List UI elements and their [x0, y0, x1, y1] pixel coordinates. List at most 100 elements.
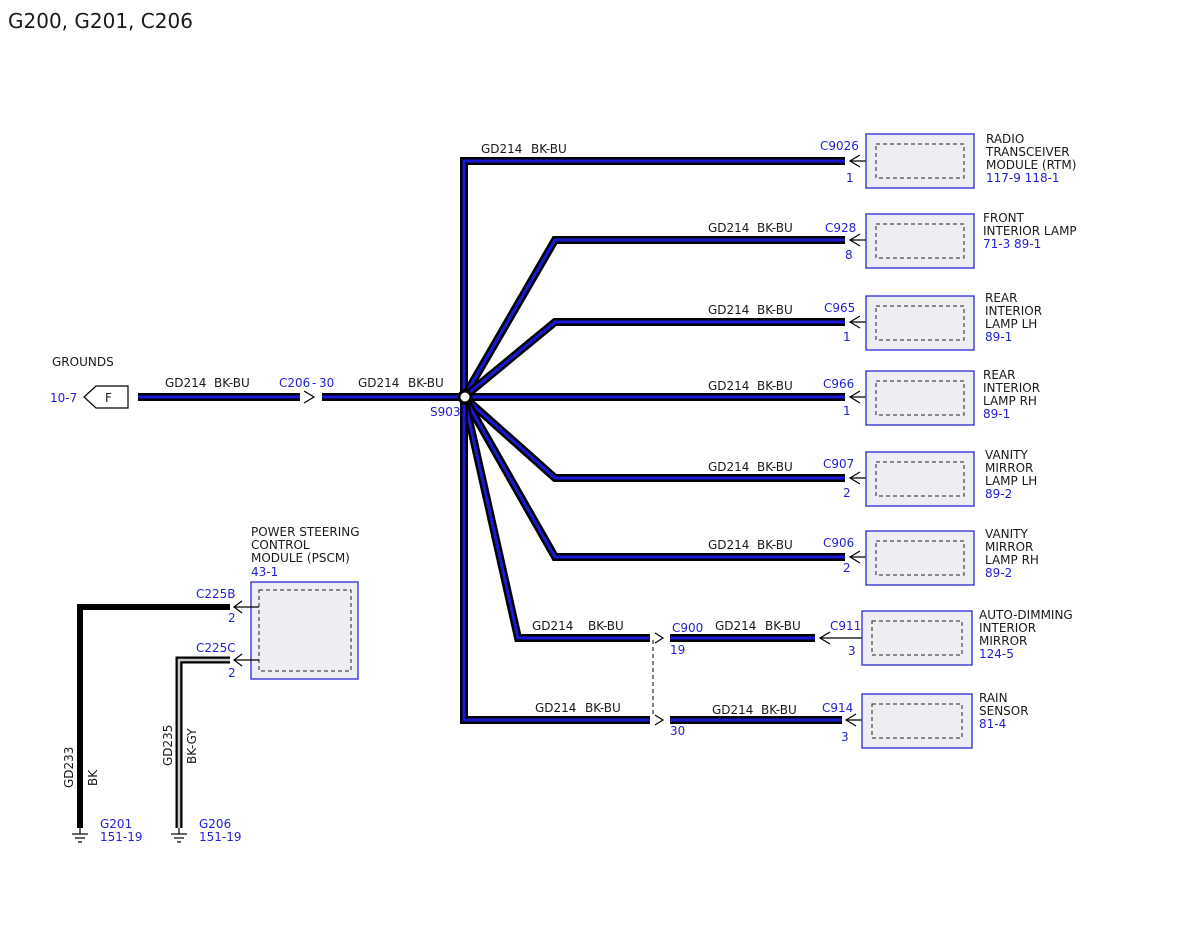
diagram-title: G200, G201, C206 [8, 9, 193, 33]
connector-name: C928 [825, 221, 856, 235]
module-box [865, 370, 975, 426]
module-name-line-1: FRONT [983, 211, 1025, 225]
ground-g201-name: G201 [100, 817, 132, 831]
wire-gd235-circuit: GD235 [161, 725, 175, 766]
module-box [865, 213, 975, 269]
module-refs: 89-2 [985, 566, 1012, 580]
module-name-line-1: AUTO-DIMMING [979, 608, 1073, 622]
wire-circuit: GD214 [708, 460, 749, 474]
module-name-line-3: MODULE (RTM) [986, 158, 1076, 172]
module-name-line-1: VANITY [985, 448, 1028, 462]
branch-front-interior-lamp: GD214 BK-BU C928 8 FRONT INTERIOR LAMP 7… [708, 211, 1077, 269]
wire-color: BK-BU [531, 142, 567, 156]
module-name-line-2: TRANSCEIVER [985, 145, 1070, 159]
connector-pin: 2 [843, 486, 851, 500]
connector-name: C914 [822, 701, 853, 715]
module-name-line-1: VANITY [985, 527, 1028, 541]
module-inner [258, 589, 352, 672]
wire-color: BK-BU [757, 303, 793, 317]
wire-in-color: BK-BU [585, 701, 621, 715]
module-name-line-3: MODULE (PSCM) [251, 551, 350, 565]
connector-b-name: C225B [196, 587, 236, 601]
module-name-line-3: LAMP RH [985, 553, 1039, 567]
module-name-line-2: INTERIOR [983, 381, 1040, 395]
module-box [250, 581, 359, 680]
module-name-line-2: SENSOR [979, 704, 1029, 718]
wire-left-circuit: GD214 [165, 376, 206, 390]
connector-pin: 1 [846, 171, 854, 185]
c900-name: C900 [672, 621, 703, 635]
wire-color: BK-BU [757, 538, 793, 552]
c206-connector-arrow [303, 390, 316, 404]
module-name-line-1: POWER STEERING [251, 525, 360, 539]
module-name-line-2: MIRROR [985, 461, 1033, 475]
c900-connector: C900 19 30 [652, 621, 703, 738]
module-inner [875, 143, 965, 179]
grounds-connector-shape [83, 385, 129, 409]
connector-c-name: C225C [196, 641, 236, 655]
module-name-line-1: REAR [983, 368, 1015, 382]
connector-pin: 8 [845, 248, 853, 262]
module-inner [875, 223, 965, 259]
module-name-line-1: REAR [985, 291, 1017, 305]
branch-rtm: GD214 BK-BU C9026 1 RADIO TRANSCEIVER MO… [481, 132, 1076, 189]
c900-arrow-bottom [654, 714, 665, 726]
module-refs: 81-4 [979, 717, 1006, 731]
connector-c-pin: 2 [228, 666, 236, 680]
wire-out-circuit: GD214 [715, 619, 756, 633]
module-inner [871, 703, 963, 739]
wire-circuit: GD214 [708, 303, 749, 317]
branch-vanity-mirror-lamp-rh: GD214 BK-BU C906 2 VANITY MIRROR LAMP RH… [708, 527, 1039, 586]
module-refs: 89-1 [983, 407, 1010, 421]
ground-g206-icon [171, 828, 187, 843]
pscm-module: POWER STEERING CONTROL MODULE (PSCM) 43-… [196, 525, 360, 680]
wire-in-circuit: GD214 [532, 619, 573, 633]
splice-label: S903 [430, 405, 461, 419]
wire-out-circuit: GD214 [712, 703, 753, 717]
wire-gd235-color: BK-GY [185, 728, 199, 764]
connector-pin: 3 [841, 730, 849, 744]
c900-pin-top: 19 [670, 643, 685, 657]
wire-in-color: BK-BU [588, 619, 624, 633]
module-refs: 124-5 [979, 647, 1014, 661]
connector-name: C907 [823, 457, 854, 471]
module-name-line-1: RADIO [986, 132, 1024, 146]
connector-pin: 1 [843, 330, 851, 344]
wire-color: BK-BU [757, 379, 793, 393]
connector-b-pin: 2 [228, 611, 236, 625]
module-inner [875, 305, 965, 341]
module-name-line-1: RAIN [979, 691, 1008, 705]
module-box [865, 295, 975, 351]
module-refs: 89-2 [985, 487, 1012, 501]
branch-rain-sensor: GD214 BK-BU GD214 BK-BU C914 3 RAIN SENS… [535, 691, 1029, 749]
wire-gd235-stripe [177, 658, 230, 828]
module-inner [875, 461, 965, 497]
wire-out-color: BK-BU [761, 703, 797, 717]
connector-name: C9026 [820, 139, 859, 153]
branch-rear-interior-lamp-rh: GD214 BK-BU C966 1 REAR INTERIOR LAMP RH… [708, 368, 1040, 426]
wire-circuit: GD214 [708, 221, 749, 235]
module-box [861, 693, 973, 749]
connector-name: C906 [823, 536, 854, 550]
connector-pin: 1 [843, 404, 851, 418]
wire-color: BK-BU [757, 221, 793, 235]
wire-circuit: GD214 [708, 538, 749, 552]
wire-color: BK-BU [757, 460, 793, 474]
wire-circuit: GD214 [481, 142, 522, 156]
module-name-line-3: LAMP RH [983, 394, 1037, 408]
connector-name: C966 [823, 377, 854, 391]
module-name-line-3: MIRROR [979, 634, 1027, 648]
module-name-line-3: LAMP LH [985, 317, 1037, 331]
c206-name: C206 [279, 376, 310, 390]
wire-mid-circuit: GD214 [358, 376, 399, 390]
connector-c-arrow [233, 653, 259, 667]
module-box [865, 133, 975, 189]
module-box [861, 610, 973, 666]
module-name-line-2: INTERIOR [985, 304, 1042, 318]
module-name-line-2: INTERIOR [979, 621, 1036, 635]
c900-arrow-top [654, 632, 665, 644]
module-inner [875, 540, 965, 576]
ground-g201-ref: 151-19 [100, 830, 143, 844]
module-refs: 89-1 [985, 330, 1012, 344]
